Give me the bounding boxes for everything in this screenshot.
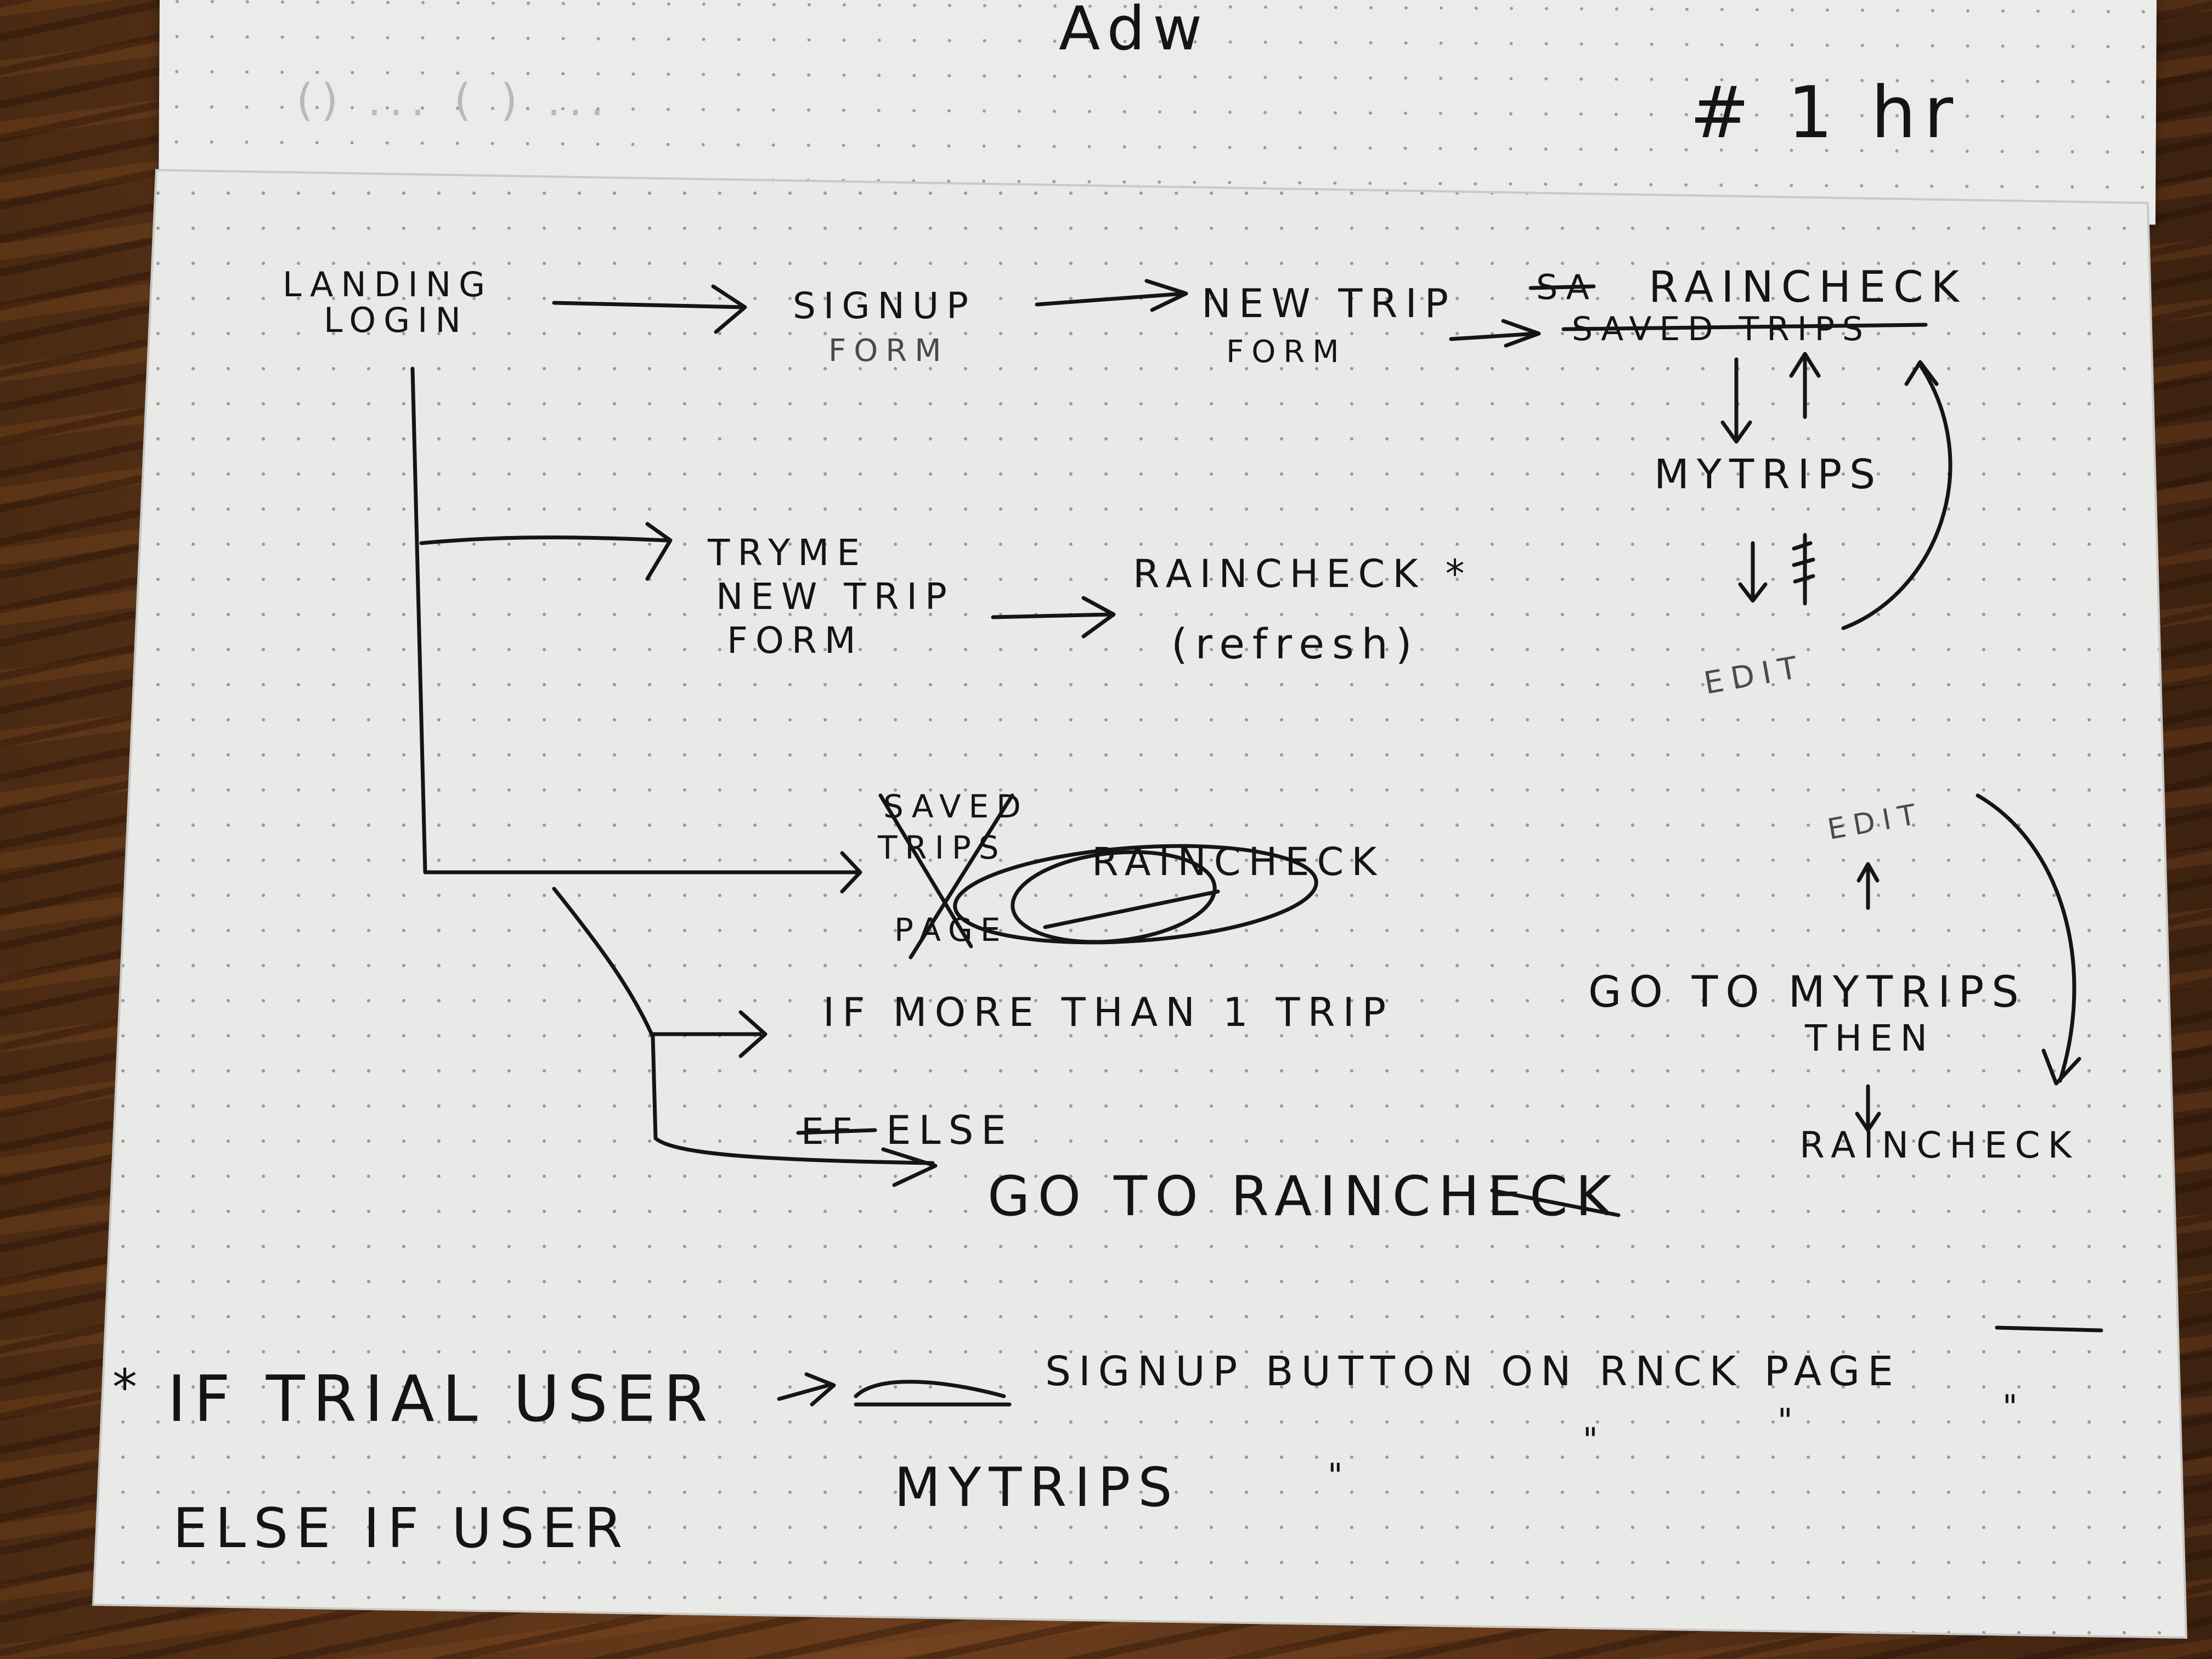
landing-label: LANDING: [283, 264, 493, 304]
node-if-more-trips: IF MORE THAN 1 TRIP GO TO MYTRIPS THEN: [823, 968, 2027, 1059]
arrows-raincheck-mytrips: [1720, 352, 1821, 444]
strike-line: [1528, 284, 1596, 290]
top-scribble: Adw: [1059, 0, 1210, 64]
node-edit-right: EDIT: [1825, 793, 2081, 1132]
new-trip-form-label: FORM: [1226, 334, 1347, 370]
node-raincheck-refresh: RAINCHECK * (refresh): [1133, 551, 1472, 668]
raincheck-right-label: RAINCHECK: [1799, 1124, 2079, 1166]
footnote-star: *: [112, 1359, 145, 1417]
raincheck-star-label: RAINCHECK *: [1133, 551, 1472, 596]
arrow-head: [840, 851, 862, 894]
scribble-line: [1043, 889, 1220, 929]
arrow-head: [645, 522, 673, 581]
then-label: THEN: [1804, 1017, 1935, 1059]
arrows-row-1: [552, 279, 1541, 348]
arrow-head: [1501, 319, 1541, 348]
my-trips-label: MYTRIPS: [1654, 451, 1883, 498]
goto-mytrips-label: GO TO MYTRIPS: [1588, 968, 2027, 1017]
arrow-signup-to-newtrip: [1035, 291, 1187, 307]
ditto-mark: ": [1778, 1402, 1801, 1440]
circle-outer: [953, 844, 1318, 945]
arrow-head: [2041, 1048, 2081, 1086]
footnote-line1-start: IF TRIAL USER: [167, 1362, 715, 1436]
arrows-mytrips-edit: [1738, 533, 1815, 606]
curve-edit-to-raincheck: [1841, 363, 1953, 630]
curve-edit-to-raincheck-right: [1976, 793, 2076, 1083]
cross-line: [909, 793, 1014, 960]
trunk-lines: [410, 366, 862, 894]
arrow-landing-to-signup: [552, 301, 746, 309]
node-raincheck-main: SA RAINCHECK SAVED TRIPS: [1528, 263, 1967, 348]
node-edit-top: EDIT: [1701, 649, 1808, 702]
strike-line: [1490, 1188, 1621, 1217]
goto-raincheck-label: GO TO RAINCHECK: [988, 1164, 1619, 1228]
branch-diagonal: [552, 887, 655, 1039]
strike-line: [1995, 1325, 2103, 1333]
edit-right-label: EDIT: [1825, 797, 1926, 847]
top-page-notes: Adw # 1 hr () ... ( ) ...: [296, 0, 1961, 154]
edit-top-label: EDIT: [1701, 649, 1808, 702]
circle-inner: [1011, 850, 1217, 944]
arrow-head: [1081, 596, 1116, 639]
raincheck-label: RAINCHECK: [1649, 263, 1967, 312]
node-raincheck-right: RAINCHECK: [1799, 1124, 2079, 1166]
arrow-head: [1904, 360, 1939, 386]
refresh-label: (refresh): [1171, 619, 1420, 668]
signup-form-label: FORM: [828, 333, 949, 369]
scribbled-out-word: [854, 1380, 1012, 1407]
arrow-head: [1855, 1111, 1881, 1132]
footnote-line2-end: MYTRIPS: [894, 1457, 1180, 1519]
trunk-to-raincheck-branch: [410, 366, 858, 874]
arrow-head: [1789, 352, 1821, 378]
arrow-head: [1144, 279, 1188, 312]
node-saved-trips-crossed: SAVED TRIPS PAGE: [877, 788, 1021, 960]
ditto-mark: ": [2002, 1388, 2025, 1426]
arrow-head: [1720, 420, 1752, 444]
ditto-mark: ": [1328, 1457, 1351, 1495]
arrow-tryme-to-raincheck: [991, 612, 1113, 619]
arrow-head: [1857, 862, 1880, 883]
node-else-raincheck: EF ELSE GO TO RAINCHECK: [796, 1107, 1621, 1228]
tryme-label: TRYME: [707, 532, 867, 574]
node-landing-login: LANDING LOGIN: [283, 264, 493, 340]
footnotes: * IF TRIAL USER SIGNUP BUTTON ON RNCK PA…: [112, 1325, 2103, 1560]
arrow-head: [711, 284, 747, 334]
node-signup-form: SIGNUP FORM: [793, 285, 976, 369]
arrow-head: [1738, 582, 1768, 603]
arrow-newtrip-to-raincheck: [1449, 331, 1538, 341]
new-trip-label: NEW TRIP: [1201, 280, 1456, 326]
footnote-line1-end: SIGNUP BUTTON ON RNCK PAGE: [1045, 1348, 1901, 1395]
arrow-right: [777, 1372, 836, 1407]
branch-to-tryme: [419, 535, 669, 545]
scribbled-up-arrow: [1792, 533, 1815, 606]
else-label: ELSE: [886, 1107, 1014, 1153]
branch-to-else: [651, 1035, 935, 1165]
login-label: LOGIN: [324, 300, 469, 340]
arrow-head: [738, 1010, 768, 1058]
footnote-line2-start: ELSE IF USER: [173, 1496, 630, 1560]
tryme-new-trip-label: NEW TRIP: [716, 575, 955, 618]
bleed-through-text: () ... ( ) ...: [296, 75, 612, 126]
time-estimate-note: # 1 hr: [1690, 71, 1961, 154]
tryme-form-label: FORM: [727, 619, 864, 662]
branch-if-else: [552, 887, 938, 1187]
node-new-trip-form: NEW TRIP FORM: [1201, 280, 1456, 370]
if-more-label: IF MORE THAN 1 TRIP: [823, 989, 1393, 1035]
cross-line: [878, 793, 973, 949]
ditto-mark: ": [1583, 1421, 1606, 1459]
signup-label: SIGNUP: [793, 285, 976, 327]
strike-line: [1561, 323, 1928, 331]
node-my-trips: MYTRIPS: [1654, 451, 1883, 498]
node-tryme: TRYME NEW TRIP FORM: [707, 532, 955, 662]
node-raincheck-circled: RAINCHECK: [953, 839, 1384, 945]
arrow-head: [881, 1147, 938, 1187]
strike-line: [796, 1128, 877, 1135]
raincheck-circled-label: RAINCHECK: [1092, 839, 1384, 884]
